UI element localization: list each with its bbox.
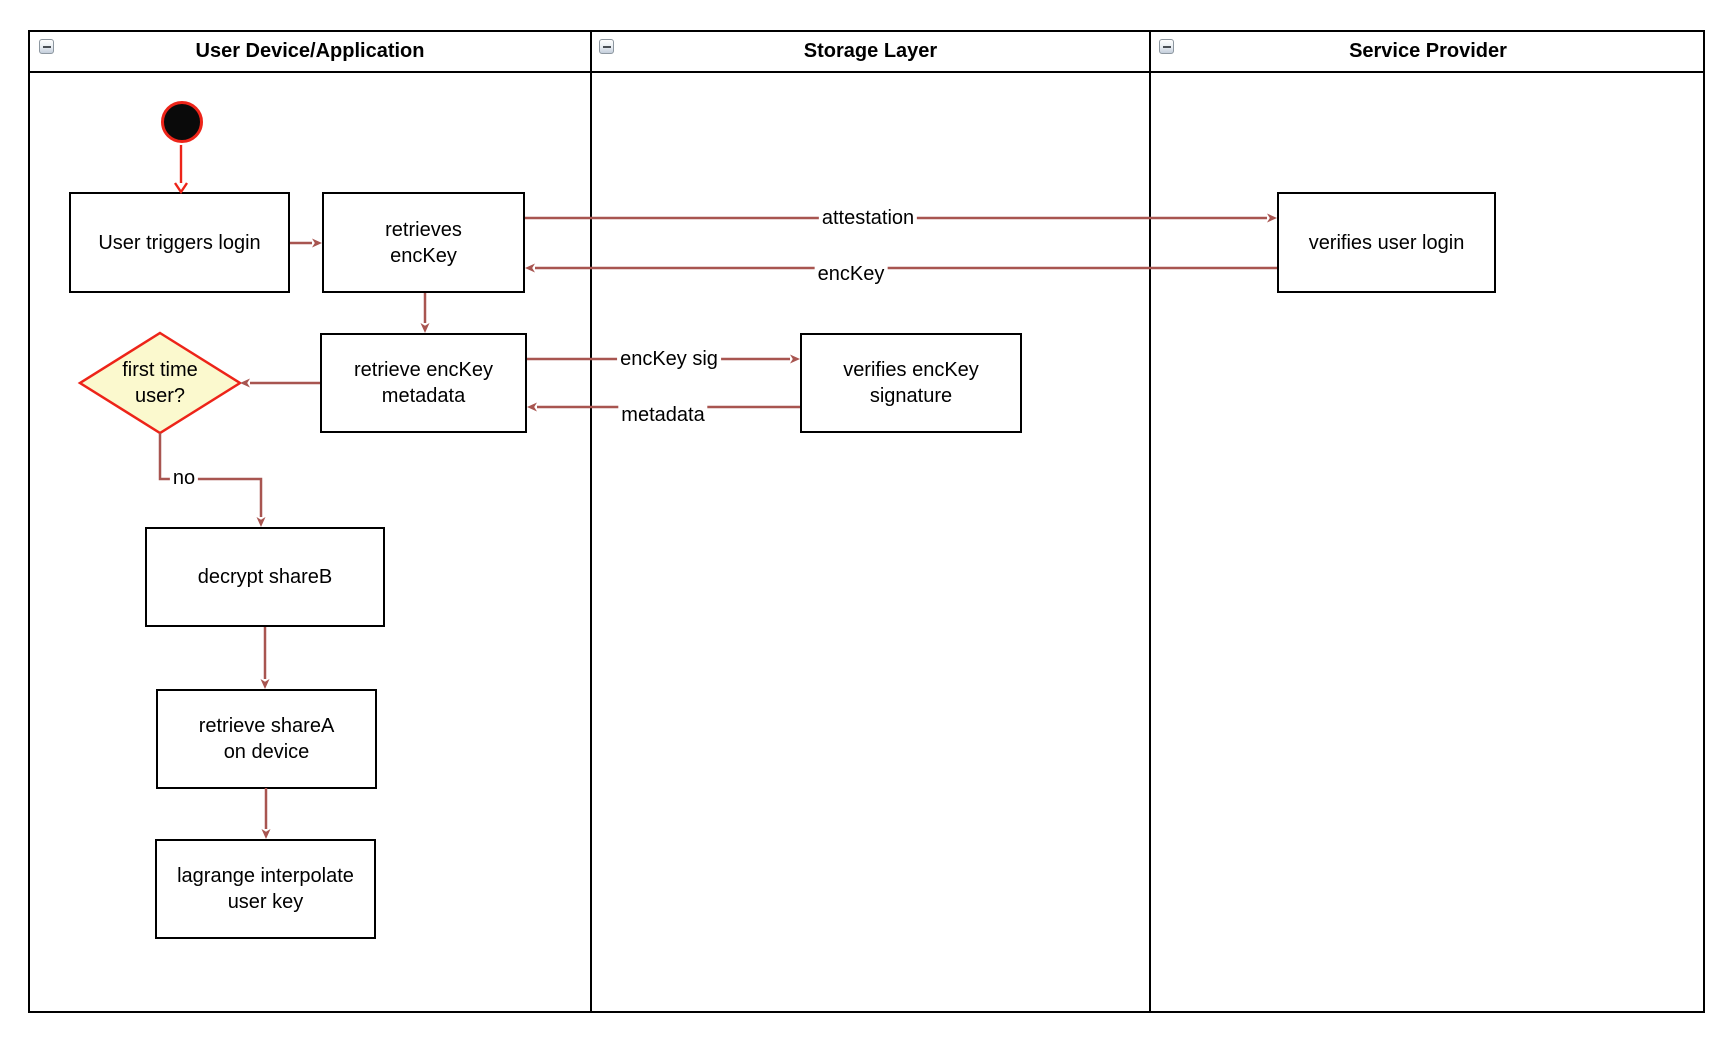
node-verifies-enckey-signature[interactable]: verifies encKey signature	[800, 333, 1022, 433]
lane-title-service-provider[interactable]: Service Provider	[1349, 39, 1507, 62]
swimlane-pool-border	[28, 30, 1705, 1013]
node-label: retrieve shareA on device	[198, 715, 335, 763]
edge-label-no[interactable]: no	[169, 467, 199, 489]
lane-title-user-device[interactable]: User Device/Application	[195, 39, 425, 62]
node-retrieve-sharea-on-device[interactable]: retrieve shareA on device	[156, 689, 377, 789]
collapse-lane-icon[interactable]	[1159, 39, 1174, 54]
node-user-triggers-login[interactable]: User triggers login	[69, 192, 290, 293]
lane-header-storage-layer[interactable]: Storage Layer	[592, 32, 1149, 70]
decision-label-first-time-user[interactable]: first time user?	[122, 359, 198, 407]
node-label: retrieve encKey metadata	[354, 359, 493, 407]
minus-glyph	[602, 45, 611, 48]
node-lagrange-interpolate-user-key[interactable]: lagrange interpolate user key	[155, 839, 376, 939]
minus-glyph	[1162, 45, 1171, 48]
collapse-lane-icon[interactable]	[39, 39, 54, 54]
node-label: verifies user login	[1308, 231, 1465, 254]
node-retrieves-enckey[interactable]: retrieves encKey	[322, 192, 525, 293]
edge-label-attestation[interactable]: attestation	[818, 207, 918, 229]
lane-divider-2	[1149, 30, 1151, 1013]
node-decrypt-shareb[interactable]: decrypt shareB	[145, 527, 385, 627]
lane-header-user-device[interactable]: User Device/Application	[30, 32, 590, 70]
node-label: lagrange interpolate user key	[177, 865, 354, 913]
minus-glyph	[42, 45, 51, 48]
node-label: decrypt shareB	[197, 566, 333, 588]
node-label: User triggers login	[98, 231, 261, 254]
node-verifies-user-login[interactable]: verifies user login	[1277, 192, 1496, 293]
node-label: retrieves encKey	[385, 218, 462, 267]
node-retrieve-enckey-metadata[interactable]: retrieve encKey metadata	[320, 333, 527, 433]
lane-header-separator	[28, 71, 1705, 73]
edge-label-metadata[interactable]: metadata	[618, 404, 708, 426]
lane-title-storage-layer[interactable]: Storage Layer	[803, 39, 938, 62]
lane-divider-1	[590, 30, 592, 1013]
collapse-lane-icon[interactable]	[599, 39, 614, 54]
node-label: verifies encKey signature	[843, 359, 979, 407]
edge-label-enckey-sig[interactable]: encKey sig	[617, 348, 721, 370]
lane-header-service-provider[interactable]: Service Provider	[1151, 32, 1705, 70]
initial-state-node[interactable]	[161, 101, 203, 143]
edge-label-enckey[interactable]: encKey	[814, 263, 888, 285]
